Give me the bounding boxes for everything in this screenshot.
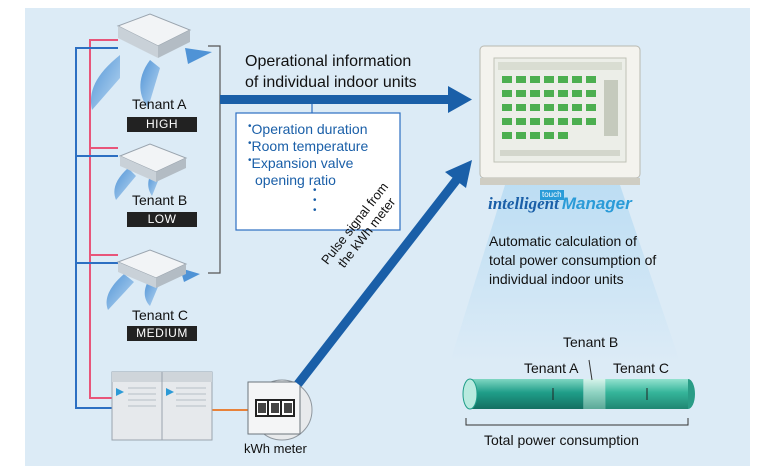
bullet: • [248,138,252,149]
tenant-c-level-badge: MEDIUM [127,326,197,341]
bar-segment-tenant-b [583,379,606,409]
pulse-arrow [294,160,472,387]
tenant-c-label: Tenant C [132,307,189,323]
indoor-unit-a [90,13,212,110]
total-bracket [465,418,689,426]
bar-label-tenant-a: Tenant A [524,360,579,376]
indoor-unit-b [114,143,188,200]
calc-line-2: total power consumption of [489,252,657,268]
monitor-spotlight [450,185,680,362]
info-item-3: •Expansion valve [248,155,354,171]
info-box [235,112,401,231]
brand-manager: Manager [561,194,632,213]
consumption-bar [462,378,695,410]
bullet: • [248,155,252,166]
info-heading-line2: of individual indoor units [245,74,417,91]
calc-line-1: Automatic calculation of [489,233,637,249]
continuation-dots: ••• [313,185,317,216]
bar-label-tenant-b: Tenant B [563,334,619,350]
calc-line-3: individual indoor units [489,271,624,287]
tenant-a-level-badge: HIGH [127,117,197,132]
info-item-3-line2: opening ratio [255,172,336,188]
info-arrow [220,86,472,113]
brand-touch: touch [540,190,564,200]
outdoor-units [111,371,213,441]
info-heading-line1: Operational information [245,53,412,70]
info-item-1: •Operation duration [248,121,368,137]
tenant-b-level-badge: LOW [127,212,197,227]
piping [75,39,262,411]
total-power-label: Total power consumption [484,432,639,448]
bar-segment-tenant-a [470,379,584,409]
info-item-2: •Room temperature [248,138,369,154]
tenant-a-label: Tenant A [132,96,187,112]
tenant-b-label: Tenant B [132,192,188,208]
bullet: • [248,121,252,132]
indoor-units-bracket [208,45,221,274]
kwh-meter-device [247,379,313,441]
tenant-b-leader [588,359,593,381]
bar-label-tenant-c: Tenant C [613,360,670,376]
indoor-unit-c [106,249,200,310]
kwh-meter-label: kWh meter [244,441,307,456]
monitor-screen-tiles [502,76,618,139]
